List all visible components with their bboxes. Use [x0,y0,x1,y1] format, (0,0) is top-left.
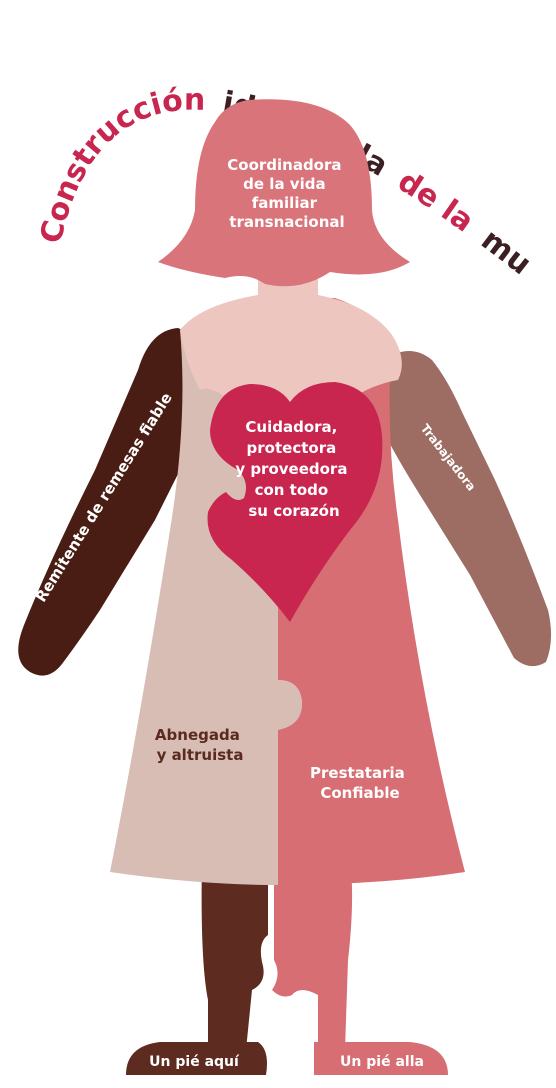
head [158,99,410,287]
heart-label: Cuidadora, protectora y proveedora con t… [235,418,352,520]
heart-line-2: protectora [247,439,337,457]
dress-left-label: Abnegada y altruista [155,726,245,764]
heart [207,382,383,622]
dress-left-line-1: Abnegada [155,726,240,744]
dress-left-line-2: y altruista [157,746,244,764]
title-part-5: migrante [0,0,16,8]
dress-right-label: Prestataria Confiable [310,764,410,802]
heart-line-4: con todo [255,481,329,499]
head-line-1: Coordinadora [227,156,341,174]
title-part-1: Construcción [34,83,206,247]
foot-left [126,1042,267,1075]
foot-left-label: Un pié aquí [149,1054,240,1070]
head-label: Coordinadora de la vida familiar transna… [227,156,347,231]
heart-line-1: Cuidadora, [245,418,337,436]
dress-right-line-1: Prestataria [310,764,405,782]
arm-left [18,328,213,676]
head-line-3: familiar [252,194,318,212]
foot-right [314,1042,448,1075]
heart-line-5: su corazón [248,502,339,520]
dress-right-line-2: Confiable [320,784,399,802]
leg-left [201,858,268,1050]
head-line-2: de la vida [243,175,325,193]
head-line-4: transnacional [229,213,344,231]
arm-right [377,351,552,667]
foot-right-label: Un pié alla [340,1054,424,1070]
title-part-3: de la [392,164,480,240]
heart-line-3: y proveedora [235,460,347,478]
neck-collar [180,265,402,403]
leg-right [272,858,353,1050]
